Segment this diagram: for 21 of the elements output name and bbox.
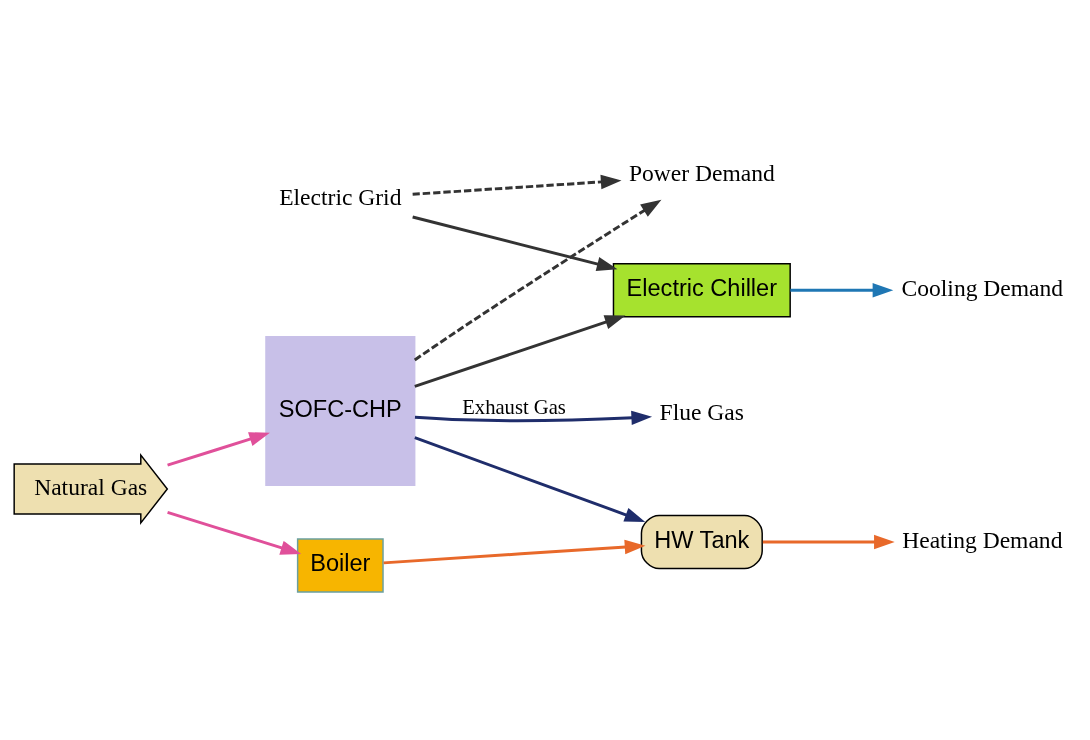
arrow [414,435,646,522]
node-text: Cooling Demand [901,274,1064,301]
edge-label: Exhaust Gas [462,395,566,418]
node-text: Flue Gas [659,398,745,425]
arrow [383,539,646,564]
arrow [414,410,653,425]
arrow [413,199,662,361]
arrow [167,431,270,467]
node-text: Electric Grid [279,183,402,210]
node-box: Electric Chiller [612,262,791,317]
arrow [412,174,622,196]
arrow [762,534,895,549]
node-box: HW Tank [640,514,763,569]
arrow [414,314,626,388]
arrow [412,215,618,271]
node-text: Power Demand [628,159,775,186]
node-text: Heating Demand [902,526,1063,553]
node-box: Boiler [296,537,384,593]
node-box: SOFC-CHP [265,335,416,486]
arrow [167,510,302,555]
arrow [790,282,894,297]
